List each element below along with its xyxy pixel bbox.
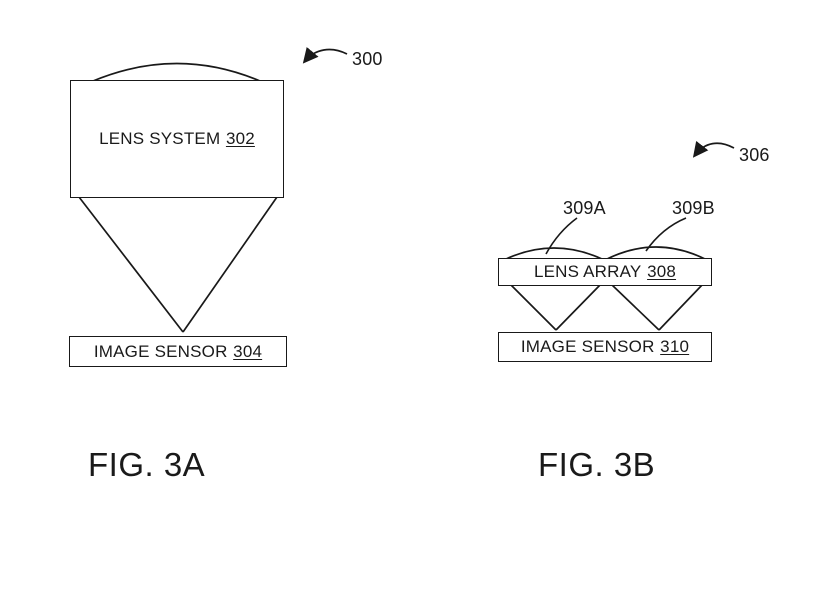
ref-numeral-309b: 309B <box>672 198 715 218</box>
ref-numeral-300: 300 <box>352 49 383 69</box>
ref-numeral-309a: 309A <box>563 198 606 218</box>
lens-curve-3a-icon <box>92 62 261 82</box>
figure-caption-3a: FIG. 3A <box>88 446 206 483</box>
image-sensor-box-3a: IMAGE SENSOR 304 <box>69 336 287 367</box>
image-sensor-label-3a: IMAGE SENSOR <box>93 341 228 361</box>
lens-system-refnum: 302 <box>225 129 255 148</box>
light-cone-3b-left-icon <box>509 283 602 331</box>
lens-system-box: LENS SYSTEM 302 <box>70 80 284 198</box>
figure-caption-3b: FIG. 3B <box>538 446 656 483</box>
lenslet-curve-309a-icon <box>505 247 603 260</box>
image-sensor-refnum-3a: 304 <box>233 341 263 361</box>
lens-array-refnum: 308 <box>647 262 677 281</box>
image-sensor-box-3b: IMAGE SENSOR 310 <box>498 332 712 362</box>
ref-arrow-306-icon <box>692 140 735 158</box>
lens-array-label: LENS ARRAY <box>533 262 642 281</box>
lens-array-box: LENS ARRAY 308 <box>498 258 712 286</box>
image-sensor-refnum-3b: 310 <box>660 337 690 356</box>
leader-line-309a-icon <box>545 217 578 255</box>
light-cone-3b-right-icon <box>610 283 704 331</box>
ref-arrow-300-icon <box>302 46 348 64</box>
image-sensor-label-3b: IMAGE SENSOR <box>520 337 655 356</box>
ref-numeral-306: 306 <box>739 145 770 165</box>
leader-line-309b-icon <box>645 217 687 252</box>
light-cone-3a-icon <box>78 196 278 333</box>
lens-system-label: LENS SYSTEM <box>99 129 221 148</box>
lenslet-curve-309b-icon <box>606 246 706 260</box>
